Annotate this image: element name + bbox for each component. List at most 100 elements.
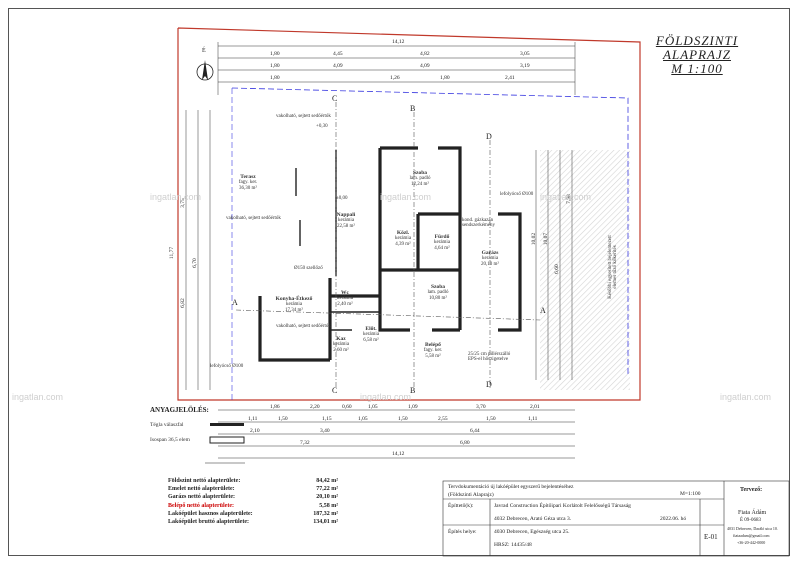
room-konyha-etkezo: Konyha-Étkező kerámia 17,34 m²	[266, 296, 322, 314]
room-area: 4,64 m²	[434, 246, 450, 251]
section-mark-b-bottom: B	[410, 386, 416, 395]
room-name: Fürdő	[434, 234, 450, 240]
tb-hrsz: HRSZ: 14435/48	[494, 542, 532, 548]
note-wall-1: vakolható, sejtett sedőértók	[276, 114, 331, 119]
room-floor: lam. padló	[409, 176, 431, 181]
top-dim-2-1: 1,80	[270, 63, 280, 69]
area-row: Lakóépület bruttó alapterülete:134,01 m²	[168, 518, 338, 526]
left-dim-1: 11,77	[169, 246, 176, 260]
right-dim-2: 10,07	[543, 232, 550, 246]
tb-scale: M=1:100	[680, 491, 701, 497]
area-label: Emelet nettó alapterülete:	[168, 486, 235, 493]
right-dim-1: 10,02	[531, 232, 538, 246]
drawing-title: FÖLDSZINTI ALAPRAJZ M 1:100	[632, 34, 762, 76]
legend-item-brick: Tégla válaszfal	[150, 422, 184, 428]
room-area: 5,58 m²	[425, 354, 441, 359]
walls	[258, 146, 522, 362]
neighbor-hatch-area	[540, 150, 630, 390]
room-name: Közl.	[396, 230, 410, 236]
section-mark-c-top: C	[332, 94, 338, 103]
bottom-dim-1-3: 0,60	[342, 404, 352, 410]
top-dim-1-3: 4,82	[420, 51, 430, 57]
area-summary: Földszint nettó alapterülete:84,42 m² Em…	[168, 477, 338, 526]
watermark: ingatlan.com	[380, 192, 432, 202]
room-terasz: Terasz fagy. ker. 36,30 m²	[228, 174, 268, 192]
sheet-frame	[8, 8, 790, 556]
room-kozl: Közl. kerámia 4,39 m²	[386, 230, 420, 248]
room-area: 36,30 m²	[239, 186, 257, 191]
room-floor: lam. padló	[427, 290, 449, 295]
top-dim-total: 14,12	[392, 39, 405, 45]
bottom-dim-2-5: 1,50	[398, 416, 408, 422]
room-area: 17,34 m²	[285, 308, 303, 313]
room-name: Terasz	[240, 174, 256, 180]
room-name: Szoba	[412, 170, 428, 176]
bottom-dim-2-4: 1,05	[358, 416, 368, 422]
top-dim-1-2: 4,45	[333, 51, 343, 57]
bottom-dim-2-1: 1,11	[248, 416, 258, 422]
tb-site: 4030 Debrecen, Egészség utca 25.	[494, 529, 570, 535]
tb-builder-label: Építtető(k):	[448, 503, 474, 509]
bottom-dim-1-4: 1,05	[368, 404, 378, 410]
tb-sheet: E-01	[704, 533, 718, 541]
bottom-dim-4-1: 2,10	[250, 428, 260, 434]
room-name: Szoba	[430, 284, 446, 290]
area-row: Belépő nettó alapterülete:5,58 m²	[168, 502, 338, 510]
area-value: 77,22 m²	[316, 486, 338, 493]
top-dim-3-2: 1,26	[390, 75, 400, 81]
room-area: 6,58 m²	[363, 338, 379, 343]
bottom-dim-2-3: 1,15	[322, 416, 332, 422]
room-name: Garázs	[481, 250, 499, 256]
note-drain-1: lefolyócső Ø100	[500, 192, 534, 197]
room-name: Konyha-Étkező	[275, 296, 313, 302]
area-label: Lakóépület hasznos alapterülete:	[168, 510, 253, 517]
tb-designer-addr: 4031 Debrecen, Daráló utca 10.	[727, 526, 778, 531]
room-name: Nappali	[336, 212, 356, 218]
top-dim-2-4: 3,19	[520, 63, 530, 69]
tb-designer-reg: É 09-0683	[740, 518, 761, 523]
tb-site-label: Építés helye:	[448, 529, 477, 535]
right-dimension-lines	[535, 150, 573, 380]
top-dim-3-4: 2,41	[505, 75, 515, 81]
room-area: 20,10 m²	[481, 262, 499, 267]
left-dimension-lines	[185, 110, 211, 390]
tb-builder: Javrad Construction Építőipari Korlátolt…	[494, 503, 631, 509]
room-floor: kerámia	[337, 218, 355, 223]
watermark: ingatlan.com	[360, 392, 412, 402]
room-name: Wc	[341, 290, 349, 296]
tb-builder-addr: 4032 Debrecen, Arató Géza utca 3.	[494, 516, 572, 522]
title-line-2: ALAPRAJZ	[663, 47, 731, 62]
top-dimension-lines	[217, 42, 576, 95]
tb-date: 2022.06. hó	[660, 516, 687, 522]
note-wall-3: vakolható, sejtett sedőértók	[276, 324, 331, 329]
note-drain-2: lefolyócső Ø100	[210, 364, 244, 369]
tb-doc-sub: (Földszinti Alaprajz)	[448, 492, 494, 498]
area-label: Földszint nettó alapterülete:	[168, 478, 241, 484]
left-dim-3: 6,82	[179, 298, 186, 308]
room-floor: kerámia	[336, 296, 354, 301]
room-floor: kerámia	[433, 240, 451, 245]
room-area: 2,60 m²	[333, 348, 349, 353]
top-dim-3-3: 1,80	[440, 75, 450, 81]
room-area: 2,40 m²	[337, 302, 353, 307]
note-fence: Későbbi egyesített bejelentezett elemes …	[608, 235, 618, 299]
room-floor: kerámia	[394, 236, 412, 241]
area-row: Garázs nettó alapterülete:20,10 m²	[168, 493, 338, 501]
title-scale: M 1:100	[671, 61, 723, 76]
room-elot: Előt. kerámia 6,58 m²	[354, 326, 388, 344]
bottom-dim-1-6: 3,70	[476, 404, 486, 410]
room-floor: kerámia	[481, 256, 499, 261]
room-furdo: Fürdő kerámia 4,64 m²	[424, 234, 460, 252]
legend-swatch-brick	[210, 423, 244, 426]
title-block-grid	[442, 480, 790, 557]
left-dim-4: 6,70	[191, 258, 198, 268]
top-dim-1-1: 1,80	[270, 51, 280, 57]
note-level-zero: ±0,00	[336, 196, 348, 201]
room-area: 4,39 m²	[395, 242, 411, 247]
bottom-dim-1-7: 2,01	[530, 404, 540, 410]
watermark: ingatlan.com	[540, 192, 592, 202]
room-nappali: Nappali kerámia 22,58 m²	[326, 212, 366, 230]
top-dim-3-1: 1,80	[270, 75, 280, 81]
note-wall-2: vakolható, sejtett sedőértók	[226, 216, 281, 221]
room-name: Kaz	[336, 336, 346, 342]
